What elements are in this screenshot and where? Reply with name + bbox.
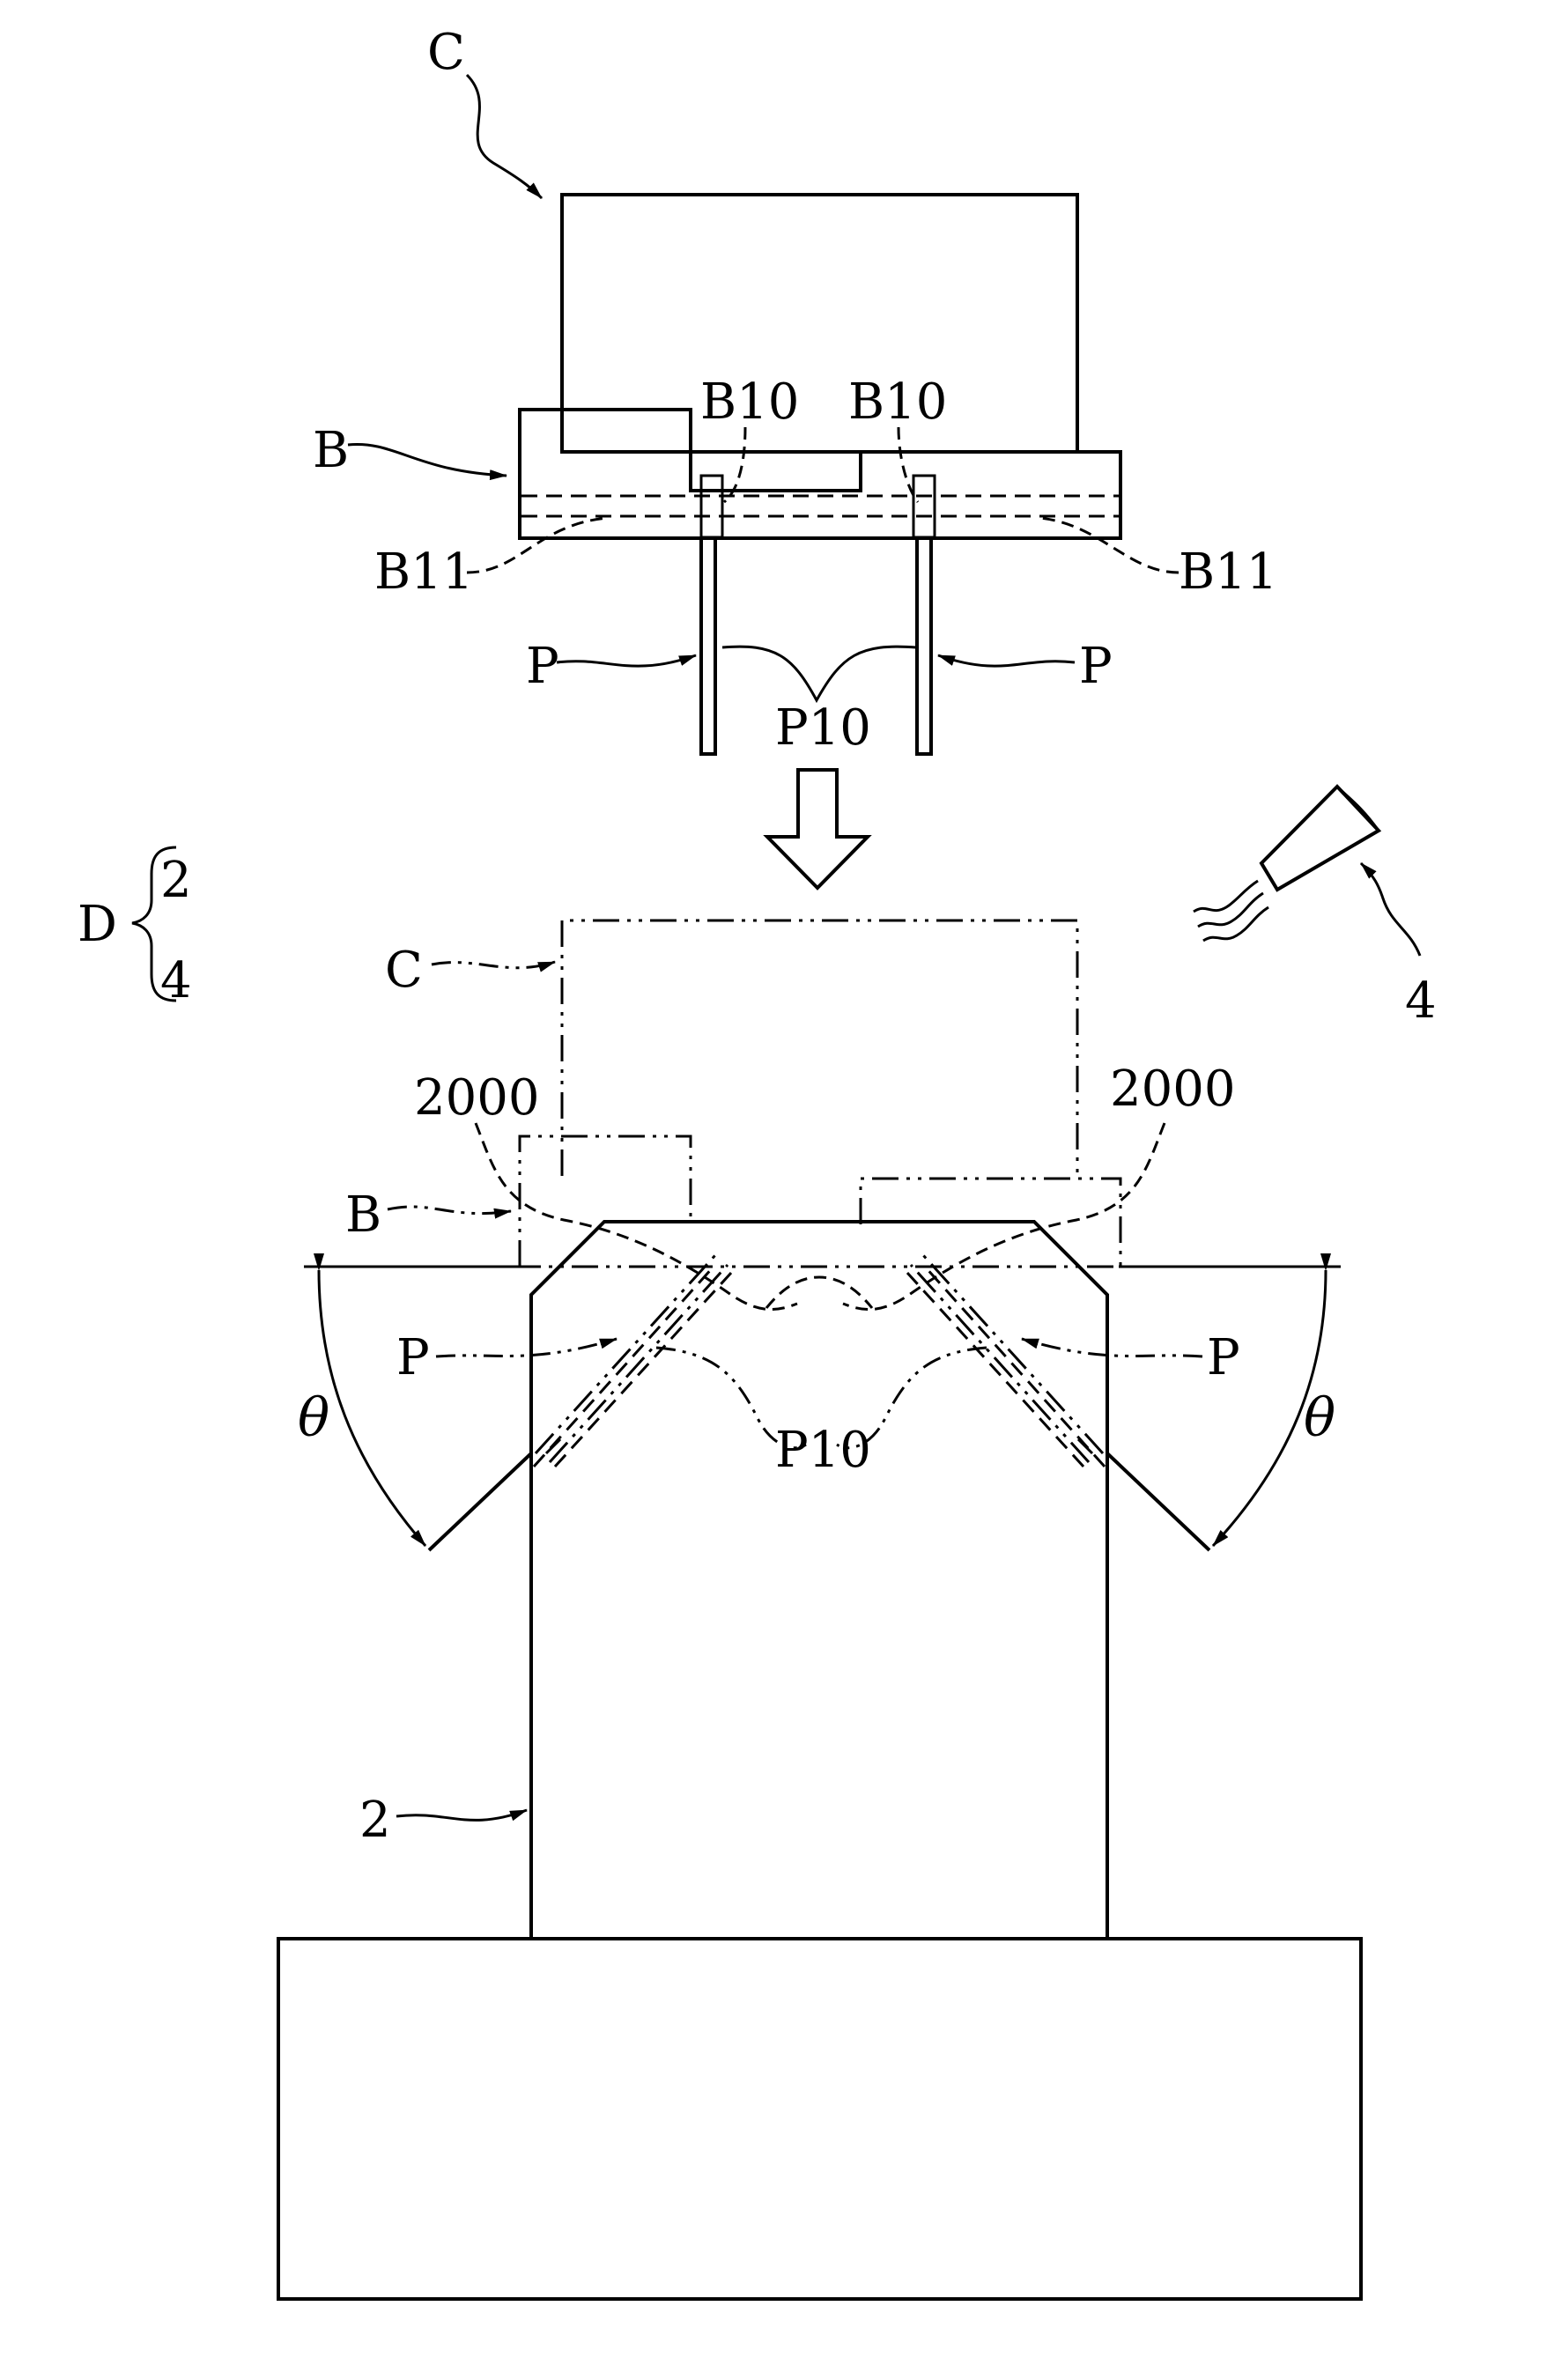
leader-2000-left [476, 1123, 797, 1310]
label-p-right-top: P [1079, 638, 1113, 695]
label-c-bottom: C [385, 942, 423, 999]
label-2000-left: 2000 [414, 1069, 540, 1127]
label-b11-left: B11 [374, 543, 473, 601]
base-b-outline [520, 410, 1120, 538]
leader-2 [396, 1810, 527, 1820]
pin-p-right [917, 538, 931, 754]
channel-left-2 [555, 1273, 731, 1467]
leader-p-left-top [557, 655, 696, 666]
label-p-left-bottom: P [396, 1329, 430, 1386]
label-b10-left: B10 [700, 373, 799, 431]
label-d-item-2: 4 [160, 952, 192, 1009]
label-c-top: C [427, 24, 465, 81]
leader-c-bottom [432, 962, 555, 968]
fixture-base [278, 1939, 1361, 2299]
label-p-right-bottom: P [1207, 1329, 1240, 1386]
pin-p-left-angled-b [550, 1265, 728, 1462]
fixture-2-body [531, 1222, 1107, 1939]
label-p10-top: P10 [775, 699, 871, 757]
base-b-phantom [520, 1136, 691, 1267]
pin-p-left [701, 538, 715, 754]
label-2000-right: 2000 [1110, 1061, 1236, 1118]
leader-b-top [348, 445, 507, 476]
tool-nozzle-icon [1261, 787, 1379, 890]
component-c-body [562, 195, 1077, 452]
leader-p-right-top [938, 655, 1075, 666]
pin-p-left-angled-a [536, 1255, 715, 1453]
leader-p10-top [722, 647, 916, 700]
leader-2000-right [843, 1123, 1165, 1310]
label-theta-left: θ [298, 1387, 329, 1449]
tool-4: 4 [1194, 787, 1437, 1030]
label-b10-right: B10 [848, 373, 947, 431]
device-d-brace: D 2 4 [78, 847, 192, 1009]
leader-4 [1361, 863, 1420, 956]
leader-b11-right [1039, 518, 1179, 573]
label-p10-bottom: P10 [775, 1422, 871, 1479]
label-4: 4 [1405, 972, 1437, 1030]
down-arrow-icon [767, 770, 868, 888]
angle-line-right [1107, 1453, 1209, 1550]
leader-b-bottom [388, 1207, 511, 1214]
angle-line-left [429, 1453, 531, 1550]
bottom-assembly: C 2000 2000 B P P P10 θ θ 2 [278, 920, 1361, 2299]
channel-right-2 [907, 1273, 1083, 1467]
leader-p-left-bottom [436, 1339, 617, 1356]
label-b11-right: B11 [1179, 543, 1277, 601]
label-p-left-top: P [526, 638, 559, 695]
label-b-bottom: B [345, 1186, 381, 1244]
channel-left-1 [534, 1267, 714, 1467]
leader-b11-left [467, 518, 608, 573]
label-d: D [78, 896, 117, 953]
leader-p-right-bottom [1022, 1339, 1202, 1356]
b10-pad-right [913, 476, 935, 537]
channel-right-1 [925, 1267, 1105, 1467]
leader-2000-mid [766, 1277, 872, 1308]
label-2: 2 [359, 1792, 391, 1849]
leader-b10-right [899, 427, 918, 502]
pin-p-right-angled-b [911, 1265, 1089, 1462]
label-theta-right: θ [1304, 1387, 1335, 1449]
top-assembly: C B B10 B10 B11 B11 P P P10 [313, 24, 1277, 757]
label-b-top: B [313, 422, 349, 479]
label-d-item-1: 2 [160, 852, 192, 909]
leader-c-top [467, 75, 542, 198]
b10-pad-left [701, 476, 722, 537]
angle-arc-left [319, 1270, 425, 1546]
